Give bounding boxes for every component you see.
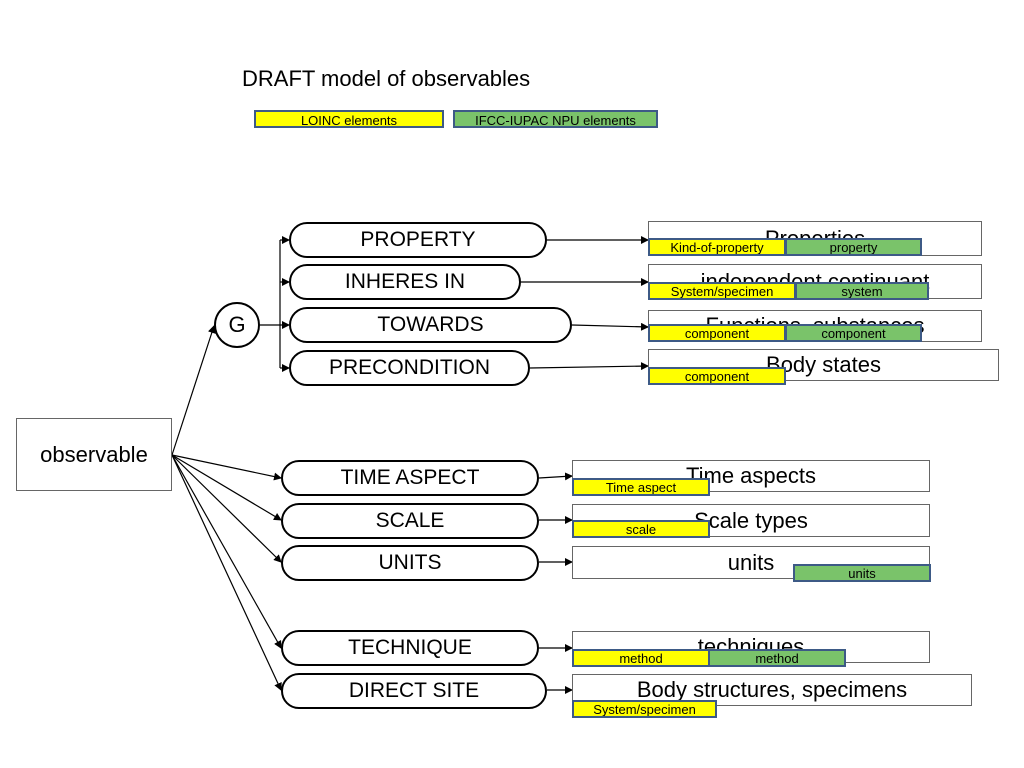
legend-loinc: LOINC elements — [254, 110, 444, 128]
attr-scale: SCALE — [281, 503, 539, 539]
attr-property: PROPERTY — [289, 222, 547, 258]
attr-precondition: PRECONDITION — [289, 350, 530, 386]
attr-towards: TOWARDS — [289, 307, 572, 343]
tag-method: method — [572, 649, 710, 667]
tag-scale: scale — [572, 520, 710, 538]
observable-node: observable — [16, 418, 172, 491]
target-body-states: Body states — [648, 349, 999, 381]
tag-component: component — [648, 324, 786, 342]
target-body-structures: Body structures, specimens — [572, 674, 972, 706]
legend-npu: IFCC-IUPAC NPU elements — [453, 110, 658, 128]
tag-method-npu: method — [708, 649, 846, 667]
tag-time-aspect: Time aspect — [572, 478, 710, 496]
attr-units: UNITS — [281, 545, 539, 581]
tag-system: system — [795, 282, 929, 300]
attr-inheres-in: INHERES IN — [289, 264, 521, 300]
tag-component-npu: component — [785, 324, 922, 342]
tag-precondition-component: component — [648, 367, 786, 385]
tag-property: property — [785, 238, 922, 256]
tag-site-system-specimen: System/specimen — [572, 700, 717, 718]
target-units: units — [572, 546, 930, 579]
attr-time-aspect: TIME ASPECT — [281, 460, 539, 496]
group-node: G — [214, 302, 260, 348]
attr-technique: TECHNIQUE — [281, 630, 539, 666]
diagram-title: DRAFT model of observables — [242, 66, 531, 91]
tag-units: units — [793, 564, 931, 582]
tag-kind-of-property: Kind-of-property — [648, 238, 786, 256]
attr-direct-site: DIRECT SITE — [281, 673, 547, 709]
tag-system-specimen: System/specimen — [648, 282, 796, 300]
